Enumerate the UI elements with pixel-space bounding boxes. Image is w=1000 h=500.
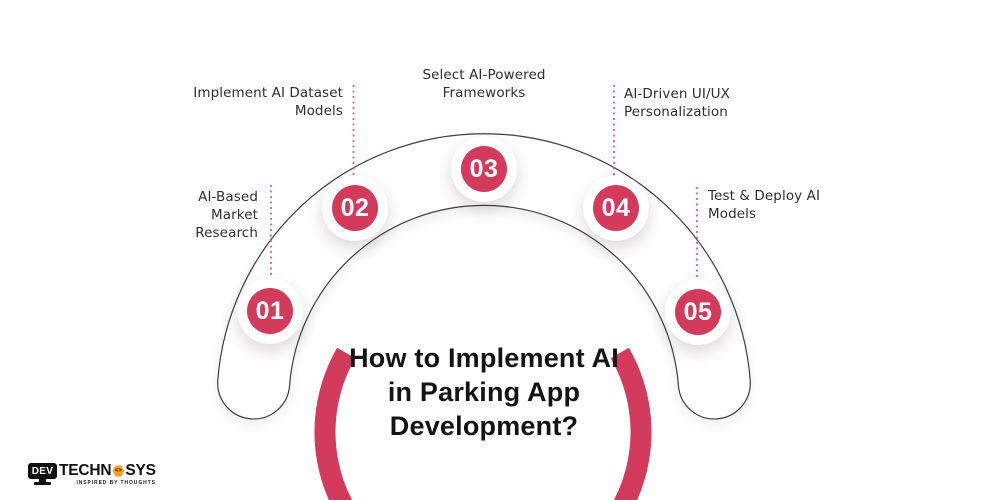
step-badge-01: 01 — [237, 278, 303, 344]
step-label-3: Select AI-Powered Frameworks — [422, 67, 546, 101]
step-label-5: Test & Deploy AI Models — [708, 188, 821, 222]
monitor-stand-base — [34, 482, 51, 485]
step-label-1: AI-Based Market Research — [195, 189, 258, 241]
title-line-2: in Parking App — [387, 377, 581, 407]
gear-icon: <> — [112, 465, 125, 477]
step-number-03: 03 — [461, 146, 507, 192]
title-line-3: Development? — [389, 411, 579, 441]
logo-brand-prefix: TECHN — [59, 462, 112, 479]
title-ring-arc — [314, 347, 652, 500]
dev-technosys-logo: DEV TECHN <> SYS INSPIRED BY THOUGHTS — [28, 463, 156, 486]
step-badge-05: 05 — [665, 279, 731, 345]
logo-brand-suffix: SYS — [125, 462, 156, 479]
step-number-05: 05 — [675, 289, 721, 335]
step-number-02: 02 — [332, 185, 378, 231]
monitor-stand-neck — [39, 479, 46, 482]
step-label-4: AI-Driven UI/UX Personalization — [624, 86, 730, 120]
logo-wordmark: TECHN <> SYS — [59, 463, 156, 479]
step-badge-02: 02 — [322, 175, 388, 241]
title-line-1: How to Implement AI — [349, 343, 619, 373]
step-label-2: Implement AI Dataset Models — [193, 85, 343, 119]
monitor-icon: DEV — [28, 463, 57, 485]
step-number-01: 01 — [247, 288, 293, 334]
logo-monitor-text: DEV — [28, 463, 57, 479]
logo-text-block: TECHN <> SYS INSPIRED BY THOUGHTS — [59, 463, 156, 487]
step-number-04: 04 — [593, 185, 639, 231]
page-title: How to Implement AI in Parking App Devel… — [304, 341, 664, 443]
step-badge-03: 03 — [451, 136, 517, 202]
step-badge-04: 04 — [583, 175, 649, 241]
logo-tagline: INSPIRED BY THOUGHTS — [76, 480, 156, 486]
